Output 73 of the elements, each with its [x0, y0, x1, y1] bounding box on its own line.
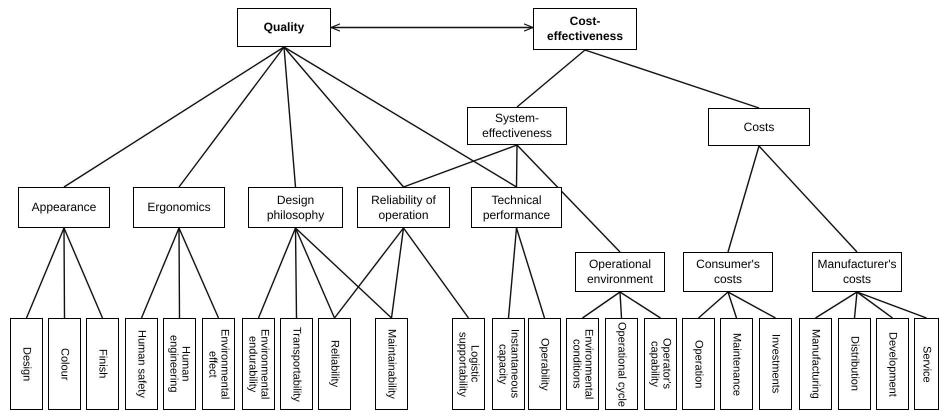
leaf-box: Human safety — [125, 318, 158, 410]
leaf-box: Distribution — [838, 318, 871, 410]
category-box: Reliability of operation — [357, 187, 450, 228]
leaf-box: Finish — [86, 318, 119, 410]
connector-line — [728, 291, 776, 319]
connector-line — [856, 291, 893, 319]
connector-line — [582, 291, 620, 319]
connector-line — [584, 49, 760, 109]
connector-line — [178, 46, 285, 188]
connector-line — [698, 291, 728, 319]
connector-line — [283, 46, 296, 188]
connector-line — [516, 49, 586, 108]
leaf-box: Transportability — [280, 318, 313, 410]
leaf-box: Environmental effect — [202, 318, 235, 410]
category-box: Cost-effectiveness — [533, 8, 637, 50]
connector-line — [258, 228, 296, 318]
connector-line — [294, 228, 336, 318]
leaf-box: Colour — [48, 318, 81, 410]
connector-line — [402, 228, 470, 318]
category-box: Ergonomics — [133, 187, 225, 228]
connector-line — [63, 228, 104, 318]
category-box: Quality — [237, 8, 331, 47]
category-box: Appearance — [18, 187, 110, 228]
connector-line — [140, 228, 180, 318]
leaf-box: Environmental endurability — [242, 318, 275, 410]
leaf-box: Environmental conditions — [566, 318, 599, 410]
connector-line — [815, 291, 858, 319]
leaf-box: Operation — [682, 318, 715, 410]
category-box: Manufacturer's costs — [812, 252, 902, 292]
connector-line — [178, 228, 180, 318]
connector-line — [390, 228, 404, 318]
leaf-box: Service — [914, 318, 939, 410]
leaf-box: Logistic supportability — [452, 318, 485, 410]
connector-line — [727, 146, 760, 252]
connector-line — [295, 228, 392, 318]
connector-line — [516, 228, 546, 318]
leaf-box: Reliability — [318, 318, 351, 410]
connector-line — [508, 228, 518, 318]
category-box: Consumer's costs — [683, 252, 773, 292]
connector-line — [26, 228, 65, 318]
connector-line — [334, 228, 404, 318]
category-box: Costs — [708, 108, 810, 146]
leaf-box: Instantaneous capacity — [492, 318, 525, 410]
connector-line — [516, 145, 518, 187]
connector-line — [620, 291, 661, 319]
connector-line — [178, 228, 220, 318]
connector-line — [727, 292, 738, 318]
leaf-box: Operability — [528, 318, 561, 410]
category-box: Design philosophy — [248, 187, 343, 228]
connector-line — [619, 292, 622, 318]
category-box: System-effectiveness — [467, 107, 567, 145]
leaf-box: Manufacturing — [799, 318, 832, 410]
connector-line — [283, 46, 404, 188]
connector-line — [284, 46, 517, 188]
connector-line — [516, 144, 620, 252]
leaf-box: Operator's capability — [644, 318, 677, 410]
leaf-box: Development — [876, 318, 909, 410]
leaf-box: Maintenance — [720, 318, 753, 410]
arrow — [330, 23, 534, 32]
leaf-box: Maintainability — [375, 318, 408, 410]
connector-line — [403, 144, 518, 188]
leaf-box: Operational cycle — [605, 318, 638, 410]
leaf-box: Human engineering — [163, 318, 196, 410]
connector-line — [758, 146, 858, 252]
connector-line — [63, 228, 66, 318]
connector-line — [856, 291, 927, 319]
category-box: Technical performance — [471, 187, 562, 228]
connector-line — [64, 46, 284, 188]
connector-line — [294, 228, 298, 318]
category-box: Operational environment — [575, 252, 665, 292]
leaf-box: Investments — [759, 318, 792, 410]
connector-line — [854, 292, 858, 318]
leaf-box: Design — [10, 318, 43, 410]
